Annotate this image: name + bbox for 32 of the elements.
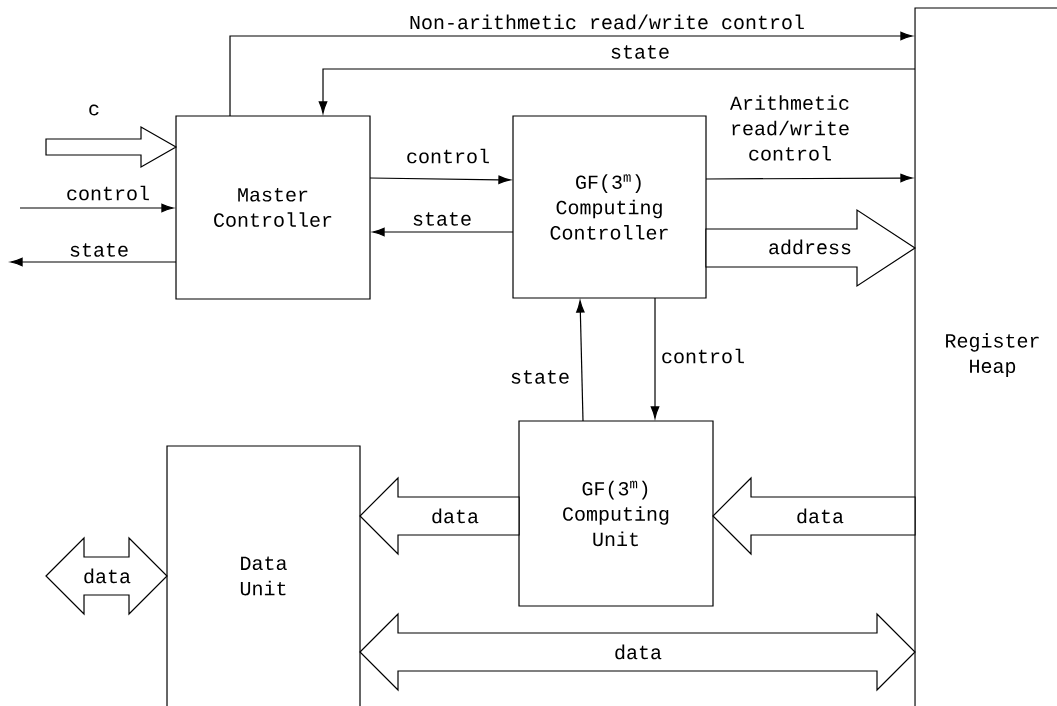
arrow: [318, 68, 916, 114]
arrow: [576, 300, 585, 422]
arrow: [650, 297, 660, 419]
edge-label: state: [67, 241, 131, 259]
edge-label: data: [612, 643, 664, 661]
process-box: Master Controller: [175, 115, 371, 300]
edge-label: address: [766, 238, 854, 256]
edge-label: control: [64, 184, 152, 202]
register-block: Register Heap: [914, 7, 1057, 706]
arrow: [19, 203, 174, 213]
edge-label: data: [794, 507, 846, 525]
register-block: Data Unit: [166, 445, 361, 706]
arrow: [369, 175, 511, 185]
block-arrow: [359, 612, 916, 692]
block-arrow: [45, 125, 178, 169]
block-arrow: [712, 476, 916, 556]
process-box: GF(3$^{m}$) Computing Controller: [512, 115, 707, 299]
edge-label: c: [86, 103, 102, 117]
process-box: GF(3$^{m}$) Computing Unit: [518, 420, 714, 607]
arrow: [705, 173, 913, 183]
edge-label: control: [659, 347, 747, 365]
edge-label: Arithmetic read/write control: [722, 94, 858, 162]
arrow: [229, 31, 913, 117]
edge-label: data: [81, 567, 133, 585]
edge-label: Non-arithmetic read/write control: [407, 13, 807, 31]
arrow: [10, 257, 177, 267]
edge-label: control: [404, 147, 492, 165]
arrow: [372, 227, 514, 237]
edge-label: state: [508, 368, 572, 386]
edge-label: state: [410, 210, 474, 228]
edge-label: data: [429, 507, 481, 525]
edge-label: state: [608, 43, 672, 61]
